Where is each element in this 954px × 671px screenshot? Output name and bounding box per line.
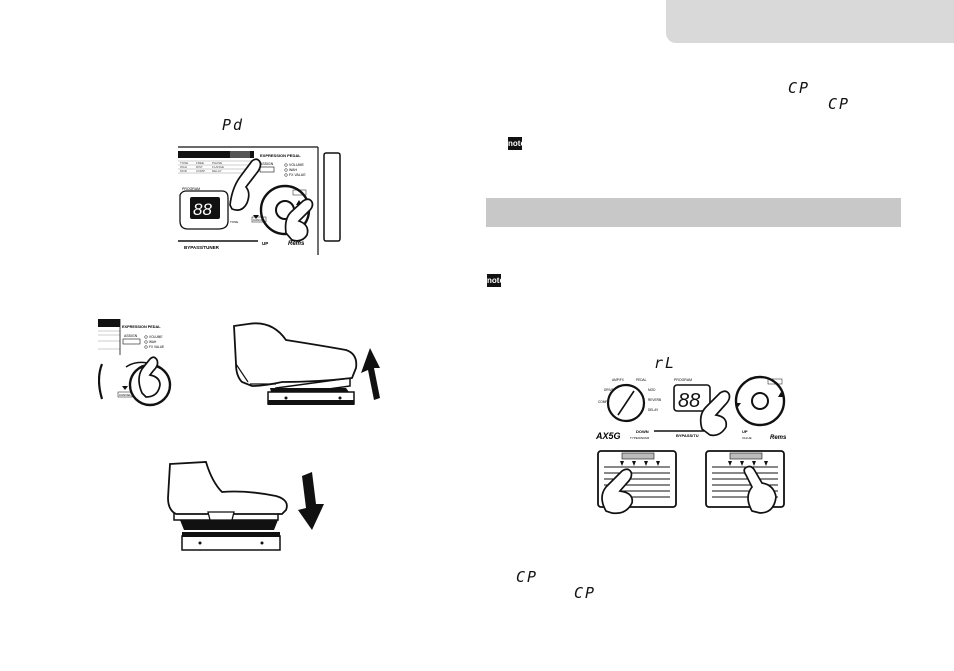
- note-icon: note: [487, 274, 504, 287]
- panel3-value-label: VALUE: [742, 436, 752, 440]
- dial-label-pedal: PEDAL: [636, 378, 647, 382]
- panel3-bypass-label: BYPASS/TU: [676, 433, 699, 438]
- finger-value-icon: [699, 390, 731, 437]
- finger-down-icon: [601, 468, 634, 515]
- assign-panel-illustration: EXPRESSION PEDAL ASSIGN VOLUME WAH FX VA…: [98, 319, 190, 409]
- display-cp-4: CP: [574, 584, 597, 602]
- arrow-down-icon: [298, 472, 324, 530]
- panel1-tone-label: TONE: [230, 220, 238, 224]
- panel1-assign-label: ASSIGN: [260, 162, 274, 166]
- dial-label-mod: MOD: [648, 388, 656, 392]
- display-cp-3: CP: [516, 568, 539, 586]
- dial-label-comp: COMP: [598, 400, 608, 404]
- display-cp-1: CP: [788, 79, 811, 97]
- panel2-assign-label: ASSIGN: [124, 334, 138, 338]
- panel2-mode-wah: WAH: [149, 340, 157, 344]
- svg-text:COMP: COMP: [196, 169, 205, 173]
- panel3-model: AX5G: [595, 431, 621, 441]
- svg-text:DIST: DIST: [196, 165, 203, 169]
- section-heading-bar: [486, 198, 901, 227]
- finger-left-icon: [229, 158, 262, 211]
- panel1-cancel-label: CANCEL: [253, 218, 266, 222]
- chapter-tab: [666, 0, 954, 43]
- display-cp-2: CP: [828, 95, 851, 113]
- panel1-mode-volume: VOLUME: [289, 163, 304, 167]
- panel1-mode-fxvalue: FX VALUE: [289, 173, 306, 177]
- dial-label-drive: DRIVE: [604, 388, 614, 392]
- panel1-bypass-label: BYPASS/TUNER: [184, 245, 220, 250]
- panel1-program-label: PROGRAM: [182, 187, 200, 191]
- dial-label-ampfx: AMP/FX: [612, 378, 625, 382]
- panel1-mode-wah: WAH: [289, 168, 298, 172]
- finger-right-icon: [284, 198, 314, 242]
- svg-text:FREE: FREE: [196, 161, 204, 165]
- expression-panel-illustration: TONE FREE PHASE WAH DIST FLANGE MOD COMP DELAY…: [178, 143, 346, 255]
- pedal-up-illustration: [233, 322, 380, 405]
- panel1-up-label: UP: [262, 241, 268, 246]
- panel2-mode-fxvalue: FX VALUE: [149, 345, 164, 349]
- dial-label-reverb: REVERB: [648, 398, 661, 402]
- panel1-seg-display: 88: [193, 200, 212, 219]
- panel1-expression-label: EXPRESSION PEDAL: [260, 153, 301, 158]
- display-pd: Pd: [222, 116, 245, 134]
- dial-label-delay: DELAY: [648, 408, 659, 412]
- svg-text:PHASE: PHASE: [212, 161, 222, 165]
- finger-assign-icon: [138, 356, 161, 398]
- foot-icon: [233, 322, 358, 387]
- panel3-type-param-label: TYPE/PARAM: [630, 436, 650, 440]
- panel3-up-label: UP: [742, 429, 748, 434]
- panel3-down-label: DOWN: [636, 429, 649, 434]
- panel2-expression-label: EXPRESSION PEDAL: [122, 325, 161, 329]
- arrow-up-icon: [361, 348, 380, 400]
- display-rl: rL: [654, 354, 677, 372]
- note-icon: note: [508, 137, 525, 150]
- svg-text:TONE: TONE: [180, 161, 188, 165]
- ax5g-panel-illustration: AMP/FX PEDAL MOD DRIVE REVERB DELAY COMP…: [592, 371, 790, 519]
- svg-text:FLANGE: FLANGE: [212, 165, 224, 169]
- pedal-down-illustration: [167, 461, 324, 551]
- panel2-mode-volume: VOLUME: [149, 335, 162, 339]
- finger-up-icon: [743, 465, 777, 514]
- svg-text:MOD: MOD: [180, 169, 188, 173]
- panel3-brand: Rems: [770, 435, 787, 441]
- panel3-program-label: PROGRAM: [674, 378, 692, 382]
- svg-text:DELAY: DELAY: [212, 169, 222, 173]
- panel2-assign-button: [122, 338, 141, 345]
- panel2-cancel-label: CANCEL: [119, 393, 132, 397]
- panel1-brand: Rems: [288, 241, 305, 247]
- panel3-seg-display: 88: [678, 390, 700, 412]
- svg-text:WAH: WAH: [180, 165, 187, 169]
- foot-icon: [167, 461, 288, 515]
